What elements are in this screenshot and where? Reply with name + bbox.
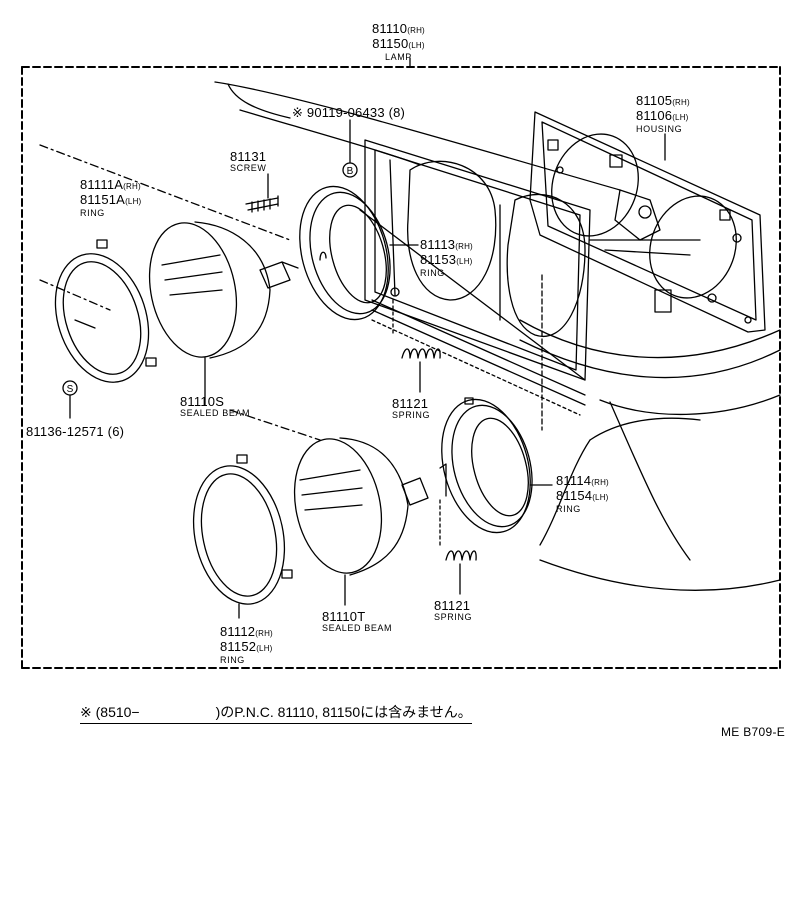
label-ring-outer-upper: 81111A(RH) 81151A(LH) RING xyxy=(80,177,142,218)
label-housing: 81105(RH) 81106(LH) HOUSING xyxy=(636,93,690,134)
sealed-beam-t xyxy=(293,437,429,606)
callout-s-text: S xyxy=(67,384,74,395)
sealed-beam-s xyxy=(148,221,299,406)
label-spring-lower: 81121 SPRING xyxy=(434,598,473,622)
callout-s: S xyxy=(62,380,78,396)
label-ring-inner-lower: 81114(RH) 81154(LH) RING xyxy=(556,473,609,514)
label-ring-inner-upper: 81113(RH) 81153(LH) RING xyxy=(420,237,473,278)
label-bolt: ※ 90119-06433 (8) xyxy=(292,105,406,120)
label-screw: 81131 SCREW xyxy=(230,149,267,173)
label-ring-outer-lower: 81112(RH) 81152(LH) RING xyxy=(220,624,273,665)
footnote: ※ (8510− )のP.N.C. 81110, 81150には含みません。 xyxy=(80,702,472,724)
screw-81131 xyxy=(245,173,279,213)
spring-upper xyxy=(401,348,441,393)
label-sealed-beam-t: 81110T SEALED BEAM xyxy=(322,609,393,633)
headlamp-housing xyxy=(529,111,766,333)
footnote-mark: ※ xyxy=(80,704,92,720)
vehicle-body xyxy=(39,81,781,592)
callout-b-text: B xyxy=(347,166,354,177)
footnote-date: (8510− xyxy=(95,704,140,720)
label-spring-upper: 81121 SPRING xyxy=(392,396,431,420)
footnote-text: )のP.N.C. 81110, 81150には含みません。 xyxy=(215,704,472,720)
ring-inner-upper xyxy=(299,185,419,336)
grille-panel xyxy=(364,139,591,381)
label-screw-s: 81136-12571 (6) xyxy=(26,424,125,439)
label-sealed-beam-s: 81110S SEALED BEAM xyxy=(180,394,251,418)
diagram-code: ME B709-E xyxy=(721,725,786,739)
ring-outer-lower xyxy=(192,454,293,619)
ring-inner-lower xyxy=(439,274,553,546)
assembly-boundary xyxy=(21,66,781,669)
spring-lower xyxy=(445,550,477,595)
label-lamp: 81110(RH) 81150(LH) LAMP xyxy=(372,21,425,62)
ring-outer-upper xyxy=(54,239,157,383)
callout-b: B xyxy=(342,162,358,178)
